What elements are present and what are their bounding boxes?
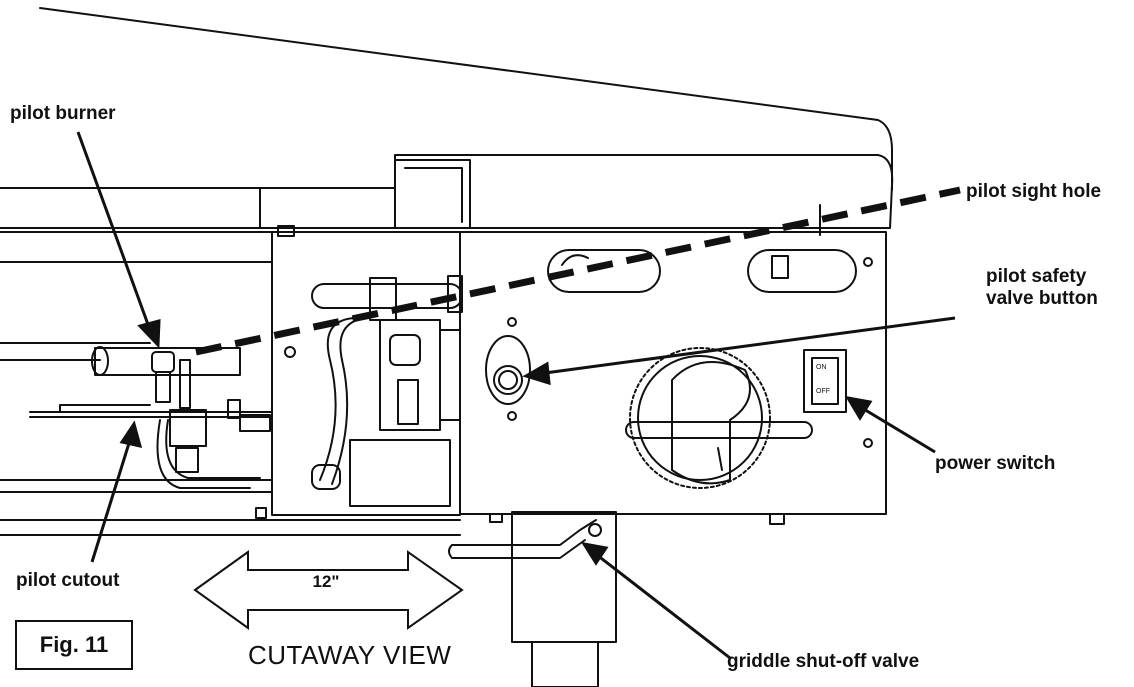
view-title: CUTAWAY VIEW: [248, 640, 452, 670]
griddle-top-edge: [39, 7, 893, 191]
control-knob: [671, 361, 751, 485]
dimension-label: 12": [312, 572, 340, 591]
pilot-tube: [94, 347, 241, 376]
sight-line-dashed: [195, 186, 961, 356]
arrow-pilot-burner: [76, 131, 152, 331]
label-griddle-shutoff-valve: griddle shut-off valve: [727, 651, 920, 672]
sight-slot-right: [747, 249, 857, 293]
label-pilot-burner: pilot burner: [10, 103, 116, 124]
label-pilot-safety-line1: pilot safety: [986, 266, 1087, 287]
label-pilot-safety-line2: valve button: [986, 288, 1098, 309]
sight-slot-left: [547, 249, 661, 293]
dial-off-text: OFF: [816, 388, 830, 395]
power-switch-plate: [803, 349, 847, 413]
dimension-arrow: [193, 550, 464, 630]
safety-button: [493, 365, 523, 395]
arrow-safety-button: [544, 316, 956, 375]
label-power-switch: power switch: [935, 453, 1056, 474]
label-pilot-sight-hole: pilot sight hole: [966, 181, 1102, 202]
shutoff-handle: [451, 519, 597, 546]
figure-number: Fig. 11: [15, 620, 133, 670]
side-panel: [271, 231, 461, 516]
safety-button-bezel: [485, 335, 531, 405]
control-rod: [625, 421, 813, 439]
temperature-dial: [629, 347, 771, 489]
arrow-power-switch: [861, 406, 936, 454]
label-pilot-cutout: pilot cutout: [16, 570, 120, 591]
back-cover: [394, 154, 894, 229]
dial-on-text: ON: [816, 364, 827, 371]
arrow-pilot-cutout: [90, 439, 132, 563]
arrow-shutoff-valve: [596, 553, 731, 660]
